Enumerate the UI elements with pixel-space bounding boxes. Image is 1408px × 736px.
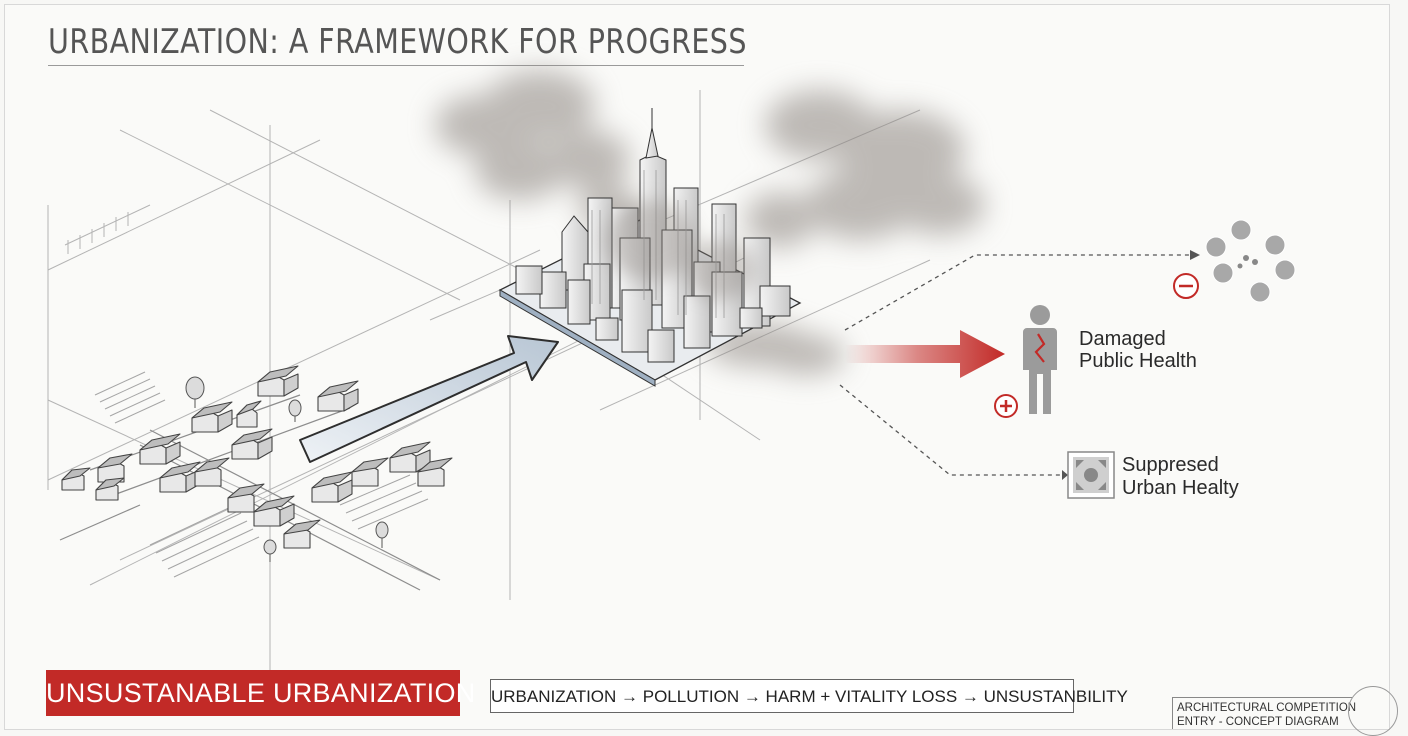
title-block-line1: ARCHITECTURAL COMPETITION — [1177, 702, 1357, 714]
vitality-outcome-line1: Suppresed — [1122, 454, 1219, 476]
crop-fields — [94, 371, 429, 578]
person-icon — [1023, 305, 1057, 414]
title-block-line2: ENTRY - CONCEPT DIAGRAM — [1177, 716, 1339, 728]
community-icon — [1205, 219, 1296, 303]
minus-circle-icon — [1173, 273, 1199, 299]
urban-vitality-icon — [1067, 451, 1115, 499]
trees — [185, 376, 389, 562]
health-outcome-line2: Public Health — [1079, 350, 1197, 372]
vitality-outcome-line2: Urban Healty — [1122, 477, 1239, 499]
unsustainable-banner: UNSUSTANABLE URBANIZATION — [46, 670, 475, 716]
plus-circle-icon — [994, 394, 1018, 418]
impact-arrow — [845, 330, 1005, 378]
diagram-frame — [4, 4, 1390, 730]
connector-lines — [839, 254, 1190, 476]
seal-icon — [1348, 686, 1398, 736]
page-title: URBANIZATION: A FRAMEWORK FOR PROGRESS — [48, 22, 747, 62]
health-outcome-line1: Damaged — [1079, 328, 1166, 350]
causal-chain-box: URBANIZATION → POLLUTION → HARM + VITALI… — [490, 679, 1128, 713]
village-houses — [61, 365, 453, 549]
title-block: ARCHITECTURAL COMPETITION ENTRY - CONCEP… — [1172, 697, 1357, 729]
urbanization-arrow — [299, 335, 559, 463]
title-underline — [48, 65, 744, 66]
